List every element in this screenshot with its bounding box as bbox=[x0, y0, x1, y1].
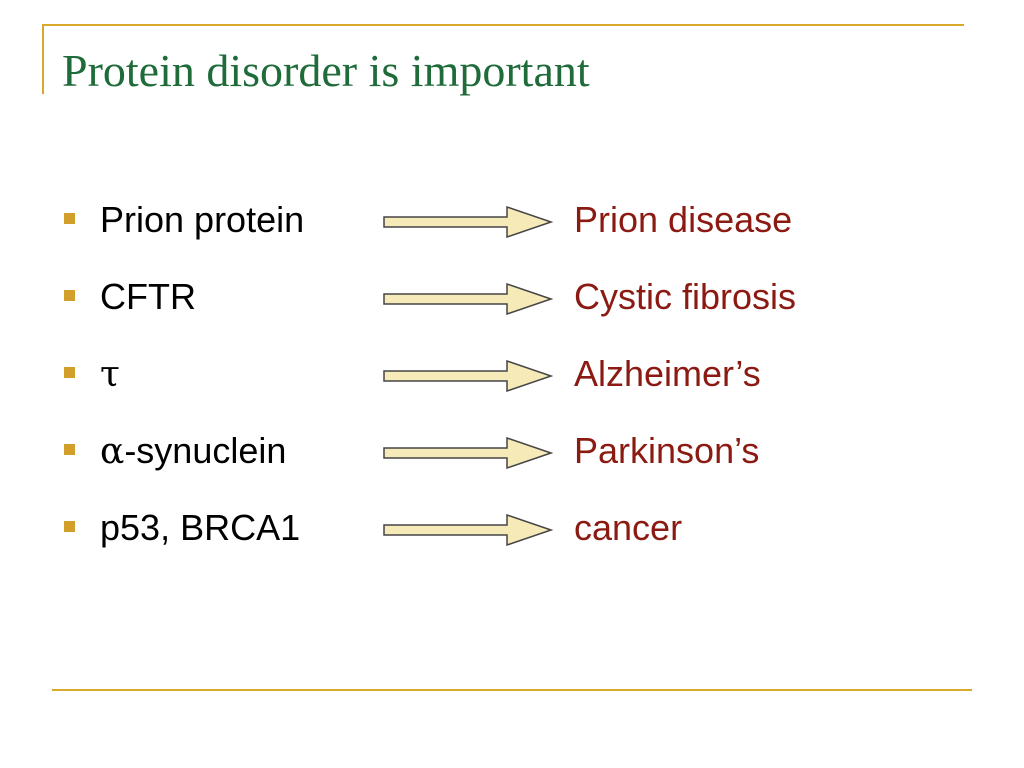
bullet-icon bbox=[64, 213, 75, 224]
protein-term: Prion protein bbox=[100, 199, 304, 241]
protein-greek-symbol: τ bbox=[100, 354, 120, 395]
disease-name: Parkinson’s bbox=[574, 430, 760, 471]
list-item: p53, BRCA1 cancer bbox=[0, 501, 1024, 557]
right-arrow-icon bbox=[383, 436, 553, 470]
right-arrow-icon bbox=[383, 513, 553, 547]
bullet-icon bbox=[64, 290, 75, 301]
right-arrow-icon bbox=[383, 282, 553, 316]
protein-term: α-synuclein bbox=[100, 430, 286, 472]
footer-rule bbox=[52, 689, 972, 691]
protein-greek-symbol: α bbox=[100, 431, 125, 472]
disease-name: Alzheimer’s bbox=[574, 353, 761, 394]
right-arrow-icon bbox=[383, 205, 553, 239]
protein-term: τ bbox=[100, 353, 120, 395]
list-item: α-synuclein Parkinson’s bbox=[0, 424, 1024, 480]
list-item: τ Alzheimer’s bbox=[0, 347, 1024, 403]
right-arrow-icon bbox=[383, 359, 553, 393]
disease-name: cancer bbox=[574, 507, 683, 548]
protein-term: p53, BRCA1 bbox=[100, 507, 300, 549]
protein-name: -synuclein bbox=[124, 430, 287, 471]
frame-left-rule bbox=[42, 24, 44, 94]
list-item: CFTR Cystic fibrosis bbox=[0, 270, 1024, 326]
bullet-icon bbox=[64, 444, 75, 455]
list-item: Prion protein Prion disease bbox=[0, 193, 1024, 249]
disease-name: Prion disease bbox=[574, 199, 793, 240]
protein-term: CFTR bbox=[100, 276, 196, 318]
protein-name: Prion protein bbox=[100, 199, 305, 240]
bullet-icon bbox=[64, 521, 75, 532]
protein-name: p53, BRCA1 bbox=[100, 507, 301, 548]
protein-name: CFTR bbox=[100, 276, 196, 317]
disease-name: Cystic fibrosis bbox=[574, 276, 797, 317]
bullet-icon bbox=[64, 367, 75, 378]
frame-top-rule bbox=[42, 24, 964, 26]
slide-title: Protein disorder is important bbox=[62, 45, 590, 96]
